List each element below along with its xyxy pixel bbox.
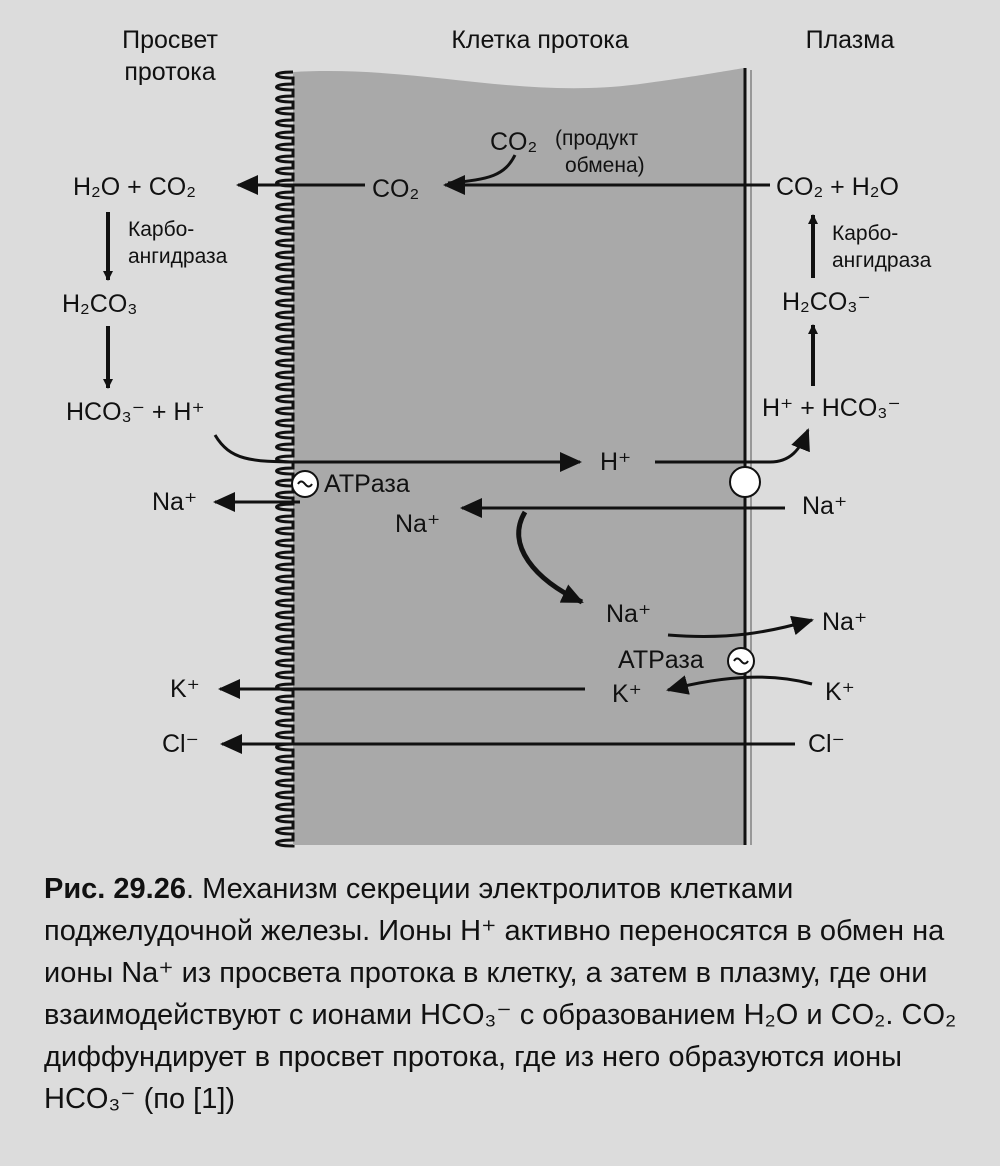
arrow-na-recirculate bbox=[516, 510, 584, 605]
arrow-k-plasma-to-cell bbox=[666, 675, 813, 695]
duct-cell bbox=[293, 68, 745, 845]
cell-na-upper: Na⁺ bbox=[395, 510, 440, 538]
cell-h: H⁺ bbox=[600, 448, 631, 476]
basolateral-exchanger bbox=[729, 466, 761, 498]
plasma-carbo-line2: ангидраза bbox=[832, 249, 932, 272]
arrow-h-cell-to-plasma bbox=[655, 428, 810, 464]
arrow-metabolic-co2 bbox=[447, 154, 517, 185]
lumen-k: K⁺ bbox=[170, 675, 200, 703]
cell-co2: CO₂ bbox=[372, 175, 419, 203]
lumen-carbo-line1: Карбо- bbox=[128, 218, 194, 241]
plasma-cl: Cl⁻ bbox=[808, 730, 845, 758]
lumen-h2o-co2: H₂O + CO₂ bbox=[73, 173, 196, 201]
header-lumen-line1: Просвет bbox=[122, 26, 218, 54]
lumen-hco3-h: HCO₃⁻ + H⁺ bbox=[66, 398, 205, 426]
apical-atpase-label: ATPаза bbox=[324, 470, 410, 498]
figure-caption: Рис. 29.26. Механизм секреции электролит… bbox=[44, 868, 974, 1120]
cell-na-lower: Na⁺ bbox=[606, 600, 651, 628]
atpase-tilde-icon-2 bbox=[733, 657, 749, 665]
lumen-h2co3: H₂CO₃ bbox=[62, 290, 137, 318]
arrow-h-lumen-to-cell bbox=[213, 434, 582, 472]
secretion-diagram: Просвет протока Клетка протока Плазма H₂… bbox=[62, 26, 932, 848]
figure-number: Рис. 29.26 bbox=[44, 873, 186, 905]
header-lumen-line2: протока bbox=[124, 58, 215, 86]
atpase-tilde-icon bbox=[297, 480, 313, 488]
product-note-line1: (продукт bbox=[555, 127, 638, 150]
plasma-carbo-line1: Карбо- bbox=[832, 222, 898, 245]
plasma-k: K⁺ bbox=[825, 678, 855, 706]
caption-text: . Механизм секреции электролитов клеткам… bbox=[44, 873, 957, 1115]
header-plasma: Плазма bbox=[806, 26, 895, 54]
cell-co2-product: CO₂ bbox=[490, 128, 537, 156]
plasma-h2co3: H₂CO₃⁻ bbox=[782, 288, 871, 316]
product-note-line2: обмена) bbox=[565, 154, 645, 177]
plasma-co2-h2o: CO₂ + H₂O bbox=[776, 173, 899, 201]
arrow-na-cell-to-plasma bbox=[667, 615, 814, 638]
plasma-na-lower: Na⁺ bbox=[822, 608, 867, 636]
basolateral-atpase-label: ATPаза bbox=[618, 646, 704, 674]
header-cell: Клетка протока bbox=[451, 26, 628, 54]
lumen-carbo-line2: ангидраза bbox=[128, 245, 228, 268]
apical-membrane-microvilli bbox=[275, 70, 295, 848]
lumen-na: Na⁺ bbox=[152, 488, 197, 516]
plasma-h-hco3: H⁺ + HCO₃⁻ bbox=[762, 394, 901, 422]
plasma-na-upper: Na⁺ bbox=[802, 492, 847, 520]
cell-k: K⁺ bbox=[612, 680, 642, 708]
lumen-cl: Cl⁻ bbox=[162, 730, 199, 758]
